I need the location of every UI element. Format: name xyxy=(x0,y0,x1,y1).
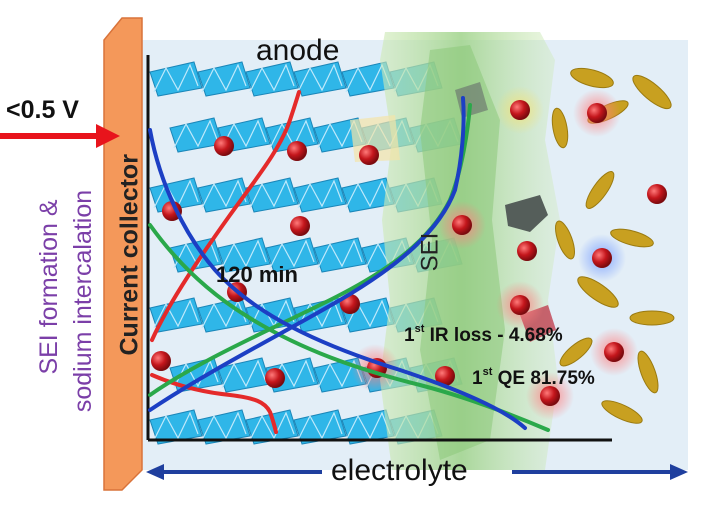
current-collector-label: Current collector xyxy=(115,154,144,356)
qe-sup: st xyxy=(482,366,493,378)
crystal-block xyxy=(149,177,203,213)
crystal-block xyxy=(197,61,251,97)
solvent-molecule xyxy=(610,228,654,248)
crystal-block xyxy=(293,409,347,445)
sodium-ion xyxy=(517,241,537,261)
blue-curve-rise xyxy=(148,96,466,412)
crystal-block xyxy=(217,237,271,273)
time-label: 120 min xyxy=(216,262,298,287)
crystal-block xyxy=(313,237,367,273)
sodium-ion xyxy=(587,103,607,123)
sodium-ion xyxy=(604,342,624,362)
side-caption-line1: SEI formation & xyxy=(35,199,63,375)
sodium-ion xyxy=(290,216,310,236)
electrolyte-arrow xyxy=(146,464,688,480)
solvent-molecule xyxy=(559,337,593,367)
sodium-ion xyxy=(592,248,612,268)
sodium-ion xyxy=(510,100,530,120)
crystal-block xyxy=(149,409,203,445)
crystal-block xyxy=(245,409,299,445)
ir-loss-sup: st xyxy=(414,323,425,335)
anode-label: anode xyxy=(256,34,340,67)
qe-prefix: 1 xyxy=(472,368,483,389)
solvent-molecule xyxy=(629,310,675,326)
sodium-ion xyxy=(214,136,234,156)
solvent-molecule xyxy=(632,74,672,110)
sei-layer xyxy=(350,32,560,470)
ir-loss-label: 1st IR loss - 4.68% xyxy=(404,323,563,347)
sodium-ion xyxy=(435,366,455,386)
sodium-ion xyxy=(510,295,530,315)
sodium-ion xyxy=(287,141,307,161)
sodium-ion xyxy=(359,145,379,165)
solvent-molecules xyxy=(551,67,675,424)
red-curve-lower xyxy=(150,373,278,434)
solvent-molecule xyxy=(551,107,569,149)
solvent-molecule xyxy=(577,276,619,308)
sodium-ions xyxy=(151,100,667,406)
crystal-block xyxy=(197,297,251,333)
qe-text: QE 81.75% xyxy=(492,368,595,389)
crystal-block xyxy=(245,177,299,213)
sodium-ion xyxy=(540,386,560,406)
crystal-block xyxy=(169,357,223,393)
ir-loss-text: IR loss - 4.68% xyxy=(424,325,563,346)
red-curve-upper xyxy=(150,90,301,342)
ir-loss-prefix: 1 xyxy=(404,325,415,346)
crystal-block xyxy=(293,177,347,213)
plot-axes xyxy=(146,55,612,442)
crystal-block xyxy=(245,61,299,97)
solvent-molecule xyxy=(585,171,615,209)
sodium-ion xyxy=(647,184,667,204)
sei-label: SEI xyxy=(416,232,444,272)
crystal-block xyxy=(149,297,203,333)
solvent-molecule xyxy=(637,350,659,394)
electrolyte-label: electrolyte xyxy=(331,454,468,487)
solvent-molecule xyxy=(570,67,614,89)
crystal-block xyxy=(217,357,271,393)
crystal-block xyxy=(293,61,347,97)
blue-curve-decay xyxy=(148,128,527,430)
solvent-molecule xyxy=(601,400,643,424)
solvent-molecule xyxy=(555,220,575,260)
crystal-block xyxy=(341,409,395,445)
sodium-ion xyxy=(151,351,171,371)
voltage-label: <0.5 V xyxy=(6,96,79,124)
crystal-block xyxy=(265,237,319,273)
sodium-ion xyxy=(452,215,472,235)
crystal-block xyxy=(197,409,251,445)
qe-label: 1st QE 81.75% xyxy=(472,366,595,390)
crystal-block xyxy=(149,61,203,97)
sodium-ion xyxy=(265,368,285,388)
voltage-arrow xyxy=(0,124,120,148)
side-caption-line2: sodium intercalation xyxy=(69,189,97,413)
